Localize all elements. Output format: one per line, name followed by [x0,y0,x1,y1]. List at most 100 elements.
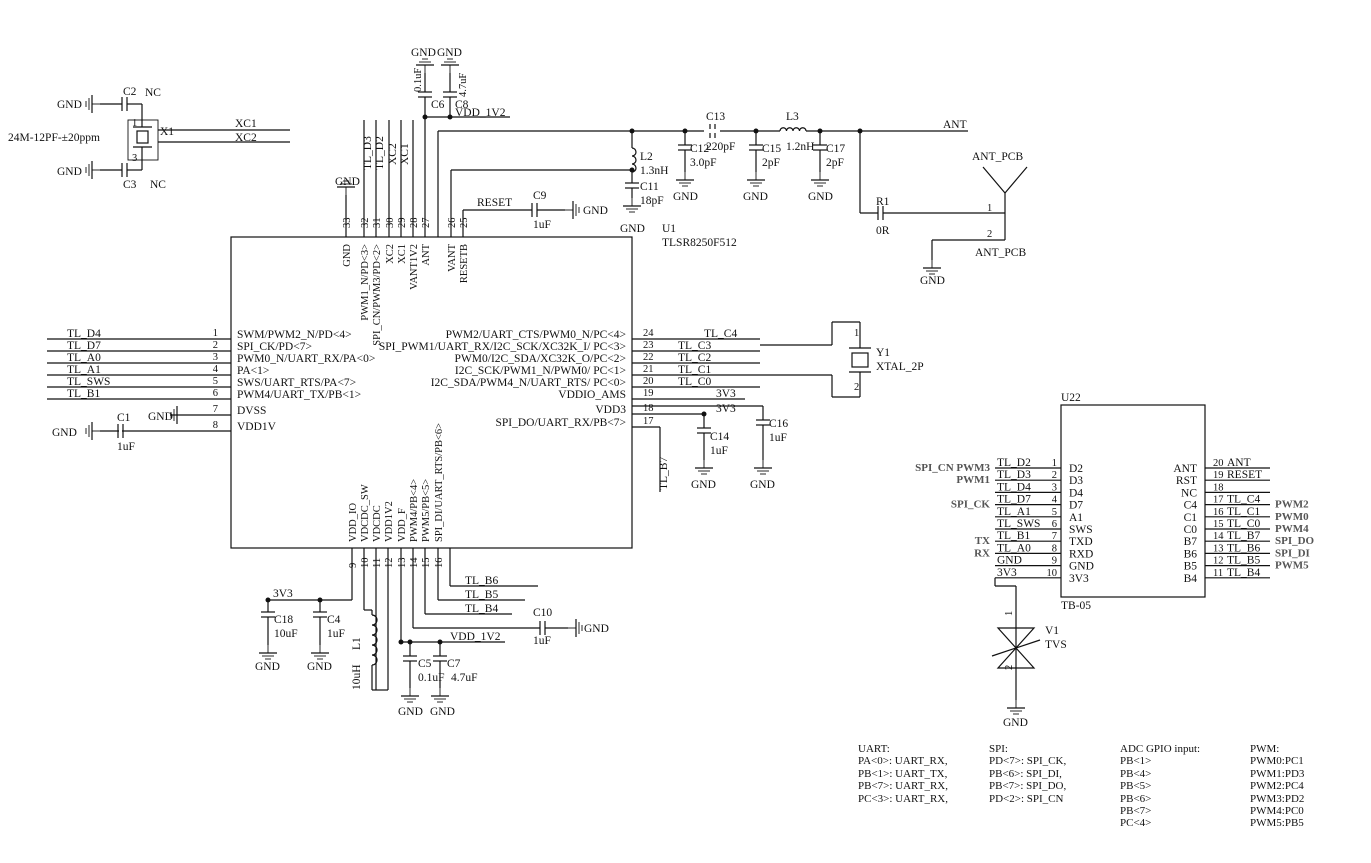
u22-pin-number: 15 [1213,519,1224,530]
u22-pin-number: 5 [1052,507,1057,518]
ant-pcb-ref: ANT_PCB [972,151,1023,163]
u1-pin-name: PWM1_N/PD<3> [360,244,371,321]
u1-right-pins: 24PWM2/UART_CTS/PWM0_N/PC<4>TL_C423SPI_P… [379,328,760,429]
u1-pin-number: 22 [643,352,654,363]
l3-ref: L3 [786,111,799,123]
gnd-label: GND [57,166,82,178]
u1-pin-number: 19 [643,388,654,399]
u22-pin-name: TXD [1069,536,1093,548]
u22-pin-name: C1 [1184,512,1198,524]
u1-pin-number: 8 [213,420,218,431]
u22-pin-name: C4 [1184,500,1198,512]
u22-part: TB-05 [1061,600,1091,612]
note-line: PA<0>: UART_RX, [858,755,948,768]
u1-pin-name: VDD1V [237,421,277,433]
u1-pin-number: 17 [643,416,654,427]
note-line: PB<5> [1120,780,1152,793]
u1-pin-number: 6 [213,388,218,399]
net-label: TL_B7 [1227,530,1260,542]
c7-value: 4.7uF [451,672,478,684]
pin-function-label: RX [974,547,990,559]
u1-pin-name: PWM5/PB<5> [421,479,432,542]
net-label: TL_D7 [997,494,1031,506]
net-label: 3V3 [997,567,1017,579]
u22-pin-number: 17 [1213,495,1224,506]
c13-value: 220pF [706,141,735,153]
u1-pin-name: VANT1V2 [409,244,420,290]
note-line: PD<2>: SPI_CN [989,792,1064,805]
u1-pin-number: 26 [447,218,458,229]
u22-pin-name: B7 [1184,536,1198,548]
net-label: 3V3 [716,388,736,400]
y1-ref: Y1 [876,347,890,359]
c18-value: 10uF [274,628,298,640]
u1-pin-number: 32 [360,218,371,229]
net-label: 3V3 [716,403,736,415]
u1-pin-number: 13 [397,558,408,569]
c8-ref: C8 [455,99,469,111]
y1-part: XTAL_2P [876,361,924,373]
vdd-1v2-net: VDD_1V2 [450,631,501,643]
note-line: PB<6> [1120,792,1152,805]
gnd-label: GND [57,99,82,111]
u1-pin-name: PWM4/UART_TX/PB<1> [237,389,361,401]
gnd-label: GND [335,176,360,188]
u1-pin-name: VDD_F [397,508,408,542]
note-line: PB<1>: UART_TX, [858,767,948,780]
tvs-v1: 1 2 V1 TVS GND [991,586,1067,729]
note-line: PB<7>: UART_RX, [858,780,948,793]
tl-b6-net: TL_B6 [465,575,498,587]
net-label: TL_B6 [1227,542,1260,554]
note-line: PB<7>: SPI_DO, [989,780,1067,793]
gnd-label: GND [1003,717,1028,729]
c2-nc: NC [145,87,161,99]
net-label: TL_B1 [67,388,100,400]
c15-ref: C15 [762,143,781,155]
ant-net: ANT [943,119,967,131]
u22-pin-name: NC [1181,487,1197,499]
y1-pin2: 2 [854,382,859,393]
u1-pin-number: 3 [213,352,218,363]
x1-part: 24M-12PF-±20ppm [8,132,100,144]
gnd-label: GND [620,223,645,235]
ant-pin2: 2 [987,229,992,240]
u1-pin-name: SPI_DO/UART_RX/PB<7> [496,417,627,429]
gnd-label: GND [673,191,698,203]
u1-pin-number: 5 [213,376,218,387]
u1-pin-number: 16 [434,558,445,569]
ant-pcb-net: ANT_PCB [975,247,1026,259]
pin-function-label: SPI_DI [1275,547,1310,559]
c12-ref: C12 [690,143,709,155]
u1-pin-name: DVSS [237,405,266,417]
gnd-label: GND [584,623,609,635]
net-label: TL_SWS [67,376,110,388]
u1-pin-name: GND [342,244,353,267]
notes-adc: ADC GPIO input: PB<1> PB<4> PB<5> PB<6> … [1120,743,1200,830]
net-label: TL_A1 [67,364,101,376]
u1-pin-number: 11 [372,558,383,568]
c4-value: 1uF [327,628,345,640]
pin-function-label: TX [975,535,990,547]
gnd-label: GND [750,479,775,491]
u1-part: TLSR8250F512 [662,237,737,249]
note-line: PWM4:PC0 [1250,805,1304,818]
net-label: TL_C4 [1227,494,1260,506]
u1-pin-number: 21 [643,364,654,375]
u1-pin-name: VANT [447,243,458,271]
u1-pin-name: RESETB [459,244,470,283]
x1-ref: X1 [160,126,174,138]
u1-pin-name: VDDIO_AMS [558,389,626,401]
u1-pin-name: I2C_SDA/PWM4_N/UART_RTS/ PC<0> [431,377,626,389]
u1-pin-number: 30 [385,218,396,229]
u1-pin-name: PWM0_N/UART_RX/PA<0> [237,353,375,365]
u1-pin-number: 24 [643,328,654,339]
net-label: TL_C1 [1227,506,1260,518]
u22-pin-number: 1 [1052,458,1057,469]
pin-function-label: SPI_CN PWM3 [915,462,990,474]
u22-pin-number: 4 [1052,495,1058,506]
u22-pin-name: SWS [1069,524,1093,536]
u1-pin-number: 27 [421,218,432,229]
u22-pin-name: D7 [1069,500,1083,512]
u1-pin-number: 25 [459,218,470,229]
